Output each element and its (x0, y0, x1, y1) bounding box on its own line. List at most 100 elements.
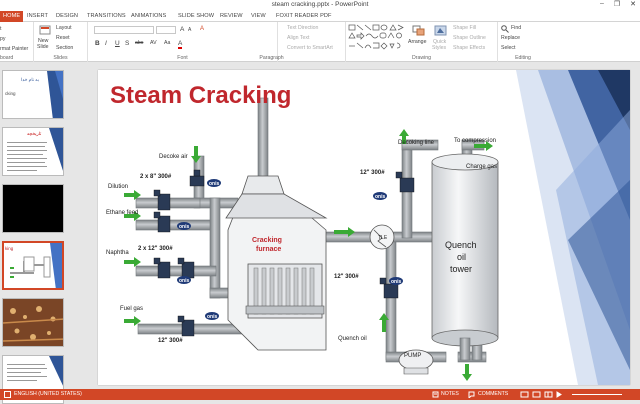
tab-view[interactable]: VIEW (251, 13, 266, 19)
zoom-slider[interactable] (572, 394, 622, 395)
bold-button[interactable]: B (95, 40, 100, 47)
thumbnail-6-art (7, 356, 63, 386)
label-ethane-feed: Ethane feed (106, 210, 138, 216)
paragraph-group-label: Paragraph (259, 55, 284, 61)
clipboard-group-label: board (0, 55, 14, 61)
char-spacing-button[interactable]: AV (150, 40, 157, 46)
label-to-compression: To compression (454, 138, 496, 144)
tle-exchanger (369, 224, 395, 250)
quench-label-3: tower (450, 264, 472, 274)
label-charge-gas: Charge gas (466, 164, 497, 170)
clear-format-button[interactable]: A (200, 26, 205, 32)
font-color-button[interactable]: A (178, 40, 183, 49)
cut-button[interactable]: t (0, 26, 2, 32)
font-size-select[interactable] (156, 26, 176, 34)
thumbnail-1-arabic-title: به نام خدا (21, 77, 39, 82)
layout-button[interactable]: Layout (56, 25, 72, 31)
arrange-button[interactable]: Arrange (408, 39, 427, 45)
shrink-font-button[interactable]: A (188, 27, 192, 33)
shape-outline-button[interactable]: Shape Outline (453, 35, 486, 41)
clipboard-group: t py rmat Painter board (0, 22, 34, 62)
valve-quench (379, 277, 399, 299)
shape-fill-button[interactable]: Shape Fill (453, 25, 477, 31)
thumbnail-1-art (47, 71, 63, 118)
language-status[interactable]: ENGLISH (UNITED STATES) (14, 391, 82, 397)
notes-button[interactable]: NOTES (441, 391, 459, 397)
tab-animations[interactable]: ANIMATIONS (131, 13, 167, 19)
tab-home[interactable]: HOME (0, 11, 24, 22)
quench-label-1: Quench (445, 240, 477, 250)
underline-button[interactable]: U (115, 40, 120, 47)
reset-button[interactable]: Reset (56, 35, 70, 41)
convert-smartart-button[interactable]: Convert to SmartArt (287, 45, 333, 51)
notes-icon (432, 391, 439, 398)
view-buttons-icons[interactable] (520, 391, 564, 398)
tab-insert[interactable]: INSERT (27, 13, 49, 19)
quench-label-2: oil (457, 252, 466, 262)
slide-editor: onis onis onis onis onis onis Steam Crac… (70, 62, 640, 389)
onis-logos: onis onis onis onis onis onis (177, 179, 403, 320)
change-case-button[interactable]: Aa (164, 40, 171, 46)
tab-design[interactable]: DESIGN (56, 13, 79, 19)
arrange-icon (412, 25, 425, 36)
grow-font-button[interactable]: A (180, 26, 185, 33)
slide-thumbnail-5[interactable] (2, 298, 64, 347)
tab-slide-show[interactable]: SLIDE SHOW (178, 13, 215, 19)
comments-button[interactable]: COMMENTS (478, 391, 509, 397)
select-button[interactable]: Select (501, 45, 516, 51)
drawing-group: Arrange Quick Styles Shape Fill Shape Ou… (346, 22, 498, 62)
slide-title: Steam Cracking (110, 82, 291, 109)
label-size-12-bottom: 12" 300# (158, 338, 183, 344)
close-button[interactable]: ✕ (630, 1, 636, 8)
tab-review[interactable]: REVIEW (220, 13, 243, 19)
label-size-12-top: 12" 300# (360, 170, 385, 176)
slide-thumbnail-1[interactable]: به نام خدا cking (2, 70, 64, 119)
onis-logo-2: onis (179, 224, 189, 230)
onis-logo-3: onis (179, 278, 189, 284)
label-fuel-gas: Fuel gas (120, 306, 143, 312)
onis-logo-4: onis (207, 314, 217, 320)
valve-naphtha-2 (177, 257, 195, 279)
copy-button[interactable]: py (0, 36, 6, 42)
thumbnail-2-art (7, 128, 63, 171)
cracking-furnace (225, 175, 328, 351)
ribbon-tabs: HOME INSERT DESIGN TRANSITIONS ANIMATION… (0, 11, 640, 22)
font-name-select[interactable] (94, 26, 154, 34)
strikethrough-button[interactable]: abc (135, 40, 144, 46)
background-decor (516, 70, 630, 385)
italic-button[interactable]: I (105, 40, 107, 47)
replace-button[interactable]: Replace (501, 35, 521, 41)
onis-logo-1: onis (209, 181, 219, 187)
valves (153, 169, 415, 337)
slide-canvas[interactable]: onis onis onis onis onis onis Steam Crac… (98, 70, 630, 385)
slides-group: New Slide Layout Reset Section Slides (34, 22, 88, 62)
quick-styles-button[interactable]: Quick (433, 39, 447, 45)
align-text-button[interactable]: Align Text (287, 35, 310, 41)
shapes-gallery-icon[interactable] (348, 24, 404, 50)
slide-thumbnail-2[interactable]: تاریخچه (2, 127, 64, 176)
window-title: steam cracking.pptx - PowerPoint (271, 1, 369, 8)
slide-thumbnail-4[interactable]: king (2, 241, 64, 290)
furnace-label-1: Cracking (252, 237, 282, 244)
spelling-icon[interactable] (4, 391, 11, 398)
shadow-button[interactable]: S (125, 40, 130, 47)
shape-effects-button[interactable]: Shape Effects (453, 45, 486, 51)
flow-arrows (124, 129, 493, 381)
label-size-12-mid: 12" 300# (334, 274, 359, 280)
new-slide-button-line2: Slide (37, 44, 49, 50)
section-button[interactable]: Section (56, 45, 74, 51)
tab-foxit-reader-pdf[interactable]: FOXIT READER PDF (276, 13, 332, 19)
minimize-button[interactable]: – (599, 0, 604, 7)
tab-transitions[interactable]: TRANSITIONS (87, 13, 126, 19)
format-painter-button[interactable]: rmat Painter (0, 46, 29, 52)
paragraph-group: Text Direction Align Text Convert to Sma… (259, 22, 346, 62)
slide-thumbnail-3[interactable] (2, 184, 64, 233)
valve-decoking (395, 171, 415, 193)
maximize-button[interactable]: ❐ (613, 1, 621, 8)
valve-dilution (153, 189, 171, 211)
text-direction-button[interactable]: Text Direction (287, 25, 319, 31)
label-dilution: Dilution (108, 184, 128, 190)
new-slide-button[interactable]: New (38, 38, 49, 44)
find-button[interactable]: Find (511, 25, 522, 31)
find-icon (501, 25, 509, 33)
